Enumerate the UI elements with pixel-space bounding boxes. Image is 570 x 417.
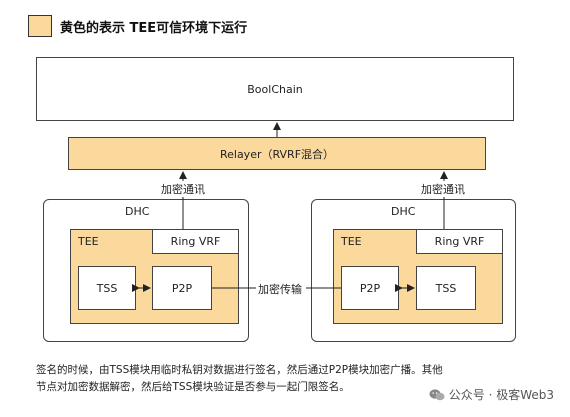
boolchain-label: BoolChain xyxy=(247,82,303,96)
ring-vrf-right-box: Ring VRF xyxy=(416,229,503,254)
boolchain-box: BoolChain xyxy=(36,57,514,121)
caption: 签名的时候，由TSS模块用临时私钥对数据进行签名，然后通过P2P模块加密广播。其… xyxy=(36,362,536,396)
middle-arrow-label: 加密传输 xyxy=(258,283,302,296)
ring-vrf-right-label: Ring VRF xyxy=(434,235,485,248)
relayer-label: Relayer（RVRF混合） xyxy=(219,147,335,161)
ring-vrf-left-label: Ring VRF xyxy=(170,235,221,248)
legend-swatch xyxy=(28,15,52,37)
watermark: 公众号 · 极客Web3 xyxy=(429,386,554,403)
p2p-left-label: P2P xyxy=(171,281,193,295)
dhc-left-title: DHC xyxy=(125,205,150,218)
caption-line-2: 节点对加密数据解密，然后给TSS模块验证是否参与一起门限签名。 xyxy=(36,381,350,393)
relayer-box: Relayer（RVRF混合） xyxy=(68,137,486,170)
tee-left-label: TEE xyxy=(78,235,99,248)
legend-text: 黄色的表示 TEE可信环境下运行 xyxy=(60,21,248,36)
wechat-icon xyxy=(429,388,445,400)
tss-right-box: TSS xyxy=(416,266,476,310)
left-arrow-label: 加密通讯 xyxy=(160,181,206,197)
tee-right-label: TEE xyxy=(341,235,362,248)
tss-right-label: TSS xyxy=(435,281,457,295)
tss-left-label: TSS xyxy=(96,281,118,295)
p2p-left-box: P2P xyxy=(152,266,212,310)
caption-line-1: 签名的时候，由TSS模块用临时私钥对数据进行签名，然后通过P2P模块加密广播。其… xyxy=(36,364,443,376)
ring-vrf-left-box: Ring VRF xyxy=(152,229,239,254)
p2p-right-label: P2P xyxy=(359,281,381,295)
watermark-text: 公众号 · 极客Web3 xyxy=(448,388,554,402)
right-arrow-label: 加密通讯 xyxy=(420,181,466,197)
dhc-right-title: DHC xyxy=(391,205,416,218)
tss-left-box: TSS xyxy=(78,266,136,310)
